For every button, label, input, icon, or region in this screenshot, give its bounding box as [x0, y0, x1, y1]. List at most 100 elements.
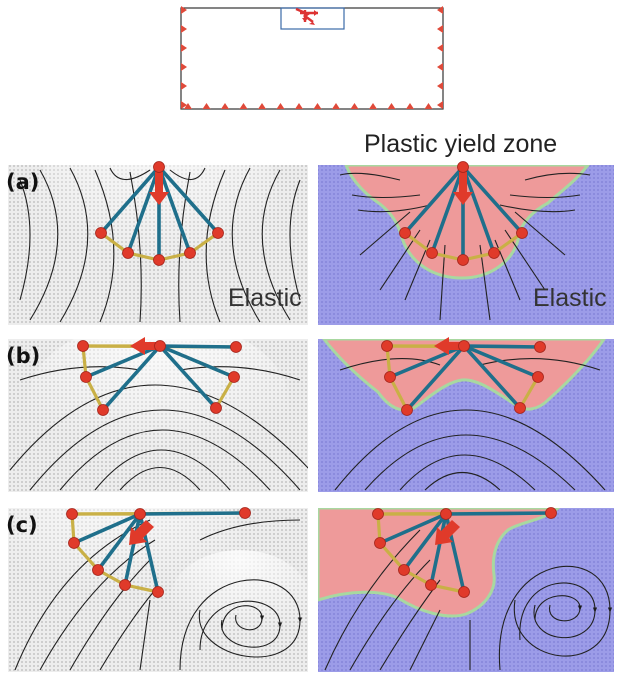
truss-mechanism-c-right: [374, 507, 557, 598]
node: [488, 247, 500, 259]
panel-label-a: (a): [6, 170, 39, 194]
support-left-icon: [181, 63, 187, 71]
node: [381, 340, 393, 352]
streamline: [357, 204, 431, 213]
streamline: [199, 519, 301, 541]
truss-member: [405, 344, 466, 412]
streamline: [519, 582, 598, 641]
node: [399, 227, 411, 239]
truss-member: [402, 512, 448, 572]
truss-member: [158, 344, 218, 410]
support-bottom-icon: [221, 103, 229, 109]
truss-mechanism-b-right: [384, 337, 546, 416]
support-right-icon: [437, 25, 443, 33]
node: [119, 579, 131, 591]
streamline: [169, 167, 206, 181]
support-bottom-icon: [350, 103, 359, 109]
support-left-icon: [181, 6, 187, 14]
truss-member: [85, 344, 161, 379]
truss-member: [445, 511, 552, 516]
truss-member: [73, 512, 141, 545]
node: [80, 371, 92, 383]
node: [532, 371, 544, 383]
support-right-icon: [437, 63, 443, 71]
truss-mechanism-a-left: [95, 161, 224, 266]
streamline: [479, 244, 491, 321]
streamline: [399, 454, 536, 491]
streamline: [129, 171, 142, 323]
truss-member: [379, 512, 447, 545]
streamline: [409, 609, 441, 671]
load-arrow-icon: [149, 172, 169, 205]
node: [184, 247, 196, 259]
panel-label-b: (b): [6, 344, 40, 368]
node: [122, 247, 134, 259]
node: [516, 227, 528, 239]
node: [457, 161, 469, 173]
streamline: [39, 539, 156, 671]
node: [440, 508, 452, 520]
streamline: [351, 194, 421, 199]
node: [384, 371, 396, 383]
node: [134, 508, 146, 520]
yield-line: [518, 376, 540, 409]
streamline: [534, 595, 583, 622]
truss-member: [461, 165, 524, 235]
support-bottom-icon: [202, 103, 211, 109]
truss-member: [461, 166, 496, 254]
support-bottom-icon: [369, 103, 377, 109]
streamline: [364, 434, 576, 491]
streamline: [29, 169, 59, 321]
streamline: [109, 167, 151, 181]
support-bottom-icon: [313, 103, 322, 109]
streamline: [499, 204, 576, 213]
support-bottom-icon: [276, 103, 285, 109]
streamline: [514, 211, 566, 256]
streamline: [334, 409, 606, 491]
support-left-icon: [181, 44, 187, 52]
truss-member: [99, 165, 161, 235]
node: [230, 341, 242, 353]
node: [545, 507, 557, 519]
node: [398, 564, 410, 576]
node: [212, 227, 224, 239]
truss-member: [157, 165, 220, 235]
streamline: [99, 589, 156, 671]
node: [426, 247, 438, 259]
streamline: [339, 358, 441, 371]
truss-member: [157, 166, 192, 254]
truss-member: [463, 344, 539, 379]
truss-mechanisms: [66, 161, 557, 598]
truss-member: [430, 166, 465, 254]
truss-member: [462, 344, 522, 410]
truss-member: [403, 165, 465, 235]
streamline: [231, 167, 261, 323]
node: [372, 508, 384, 520]
streamline: [479, 358, 601, 371]
streamline: [339, 172, 401, 181]
panel-c-plastic: [318, 508, 614, 672]
truss-member: [101, 344, 162, 412]
streamline: [509, 194, 581, 199]
support-bottom-icon: [258, 103, 266, 109]
panel-b-plastic: [318, 339, 614, 492]
streamline: [359, 211, 411, 256]
node: [92, 564, 104, 576]
load-arrow-icon: [130, 337, 163, 355]
truss-mechanism-b-left: [80, 337, 242, 416]
support-bottom-icon: [387, 103, 396, 109]
support-bottom-icon: [332, 103, 340, 109]
truss-member: [96, 512, 142, 572]
node: [97, 404, 109, 416]
elastic-label-right: Elastic: [533, 284, 607, 312]
streamline: [221, 605, 265, 631]
panel-label-c: (c): [6, 513, 38, 537]
node: [458, 340, 470, 352]
streamline: [179, 366, 301, 381]
support-left-icon: [181, 82, 187, 90]
support-bottom-icon: [295, 103, 303, 109]
panel-a-plastic: [318, 165, 614, 325]
elastic-label-left: Elastic: [228, 284, 302, 312]
truss-member: [463, 344, 541, 349]
